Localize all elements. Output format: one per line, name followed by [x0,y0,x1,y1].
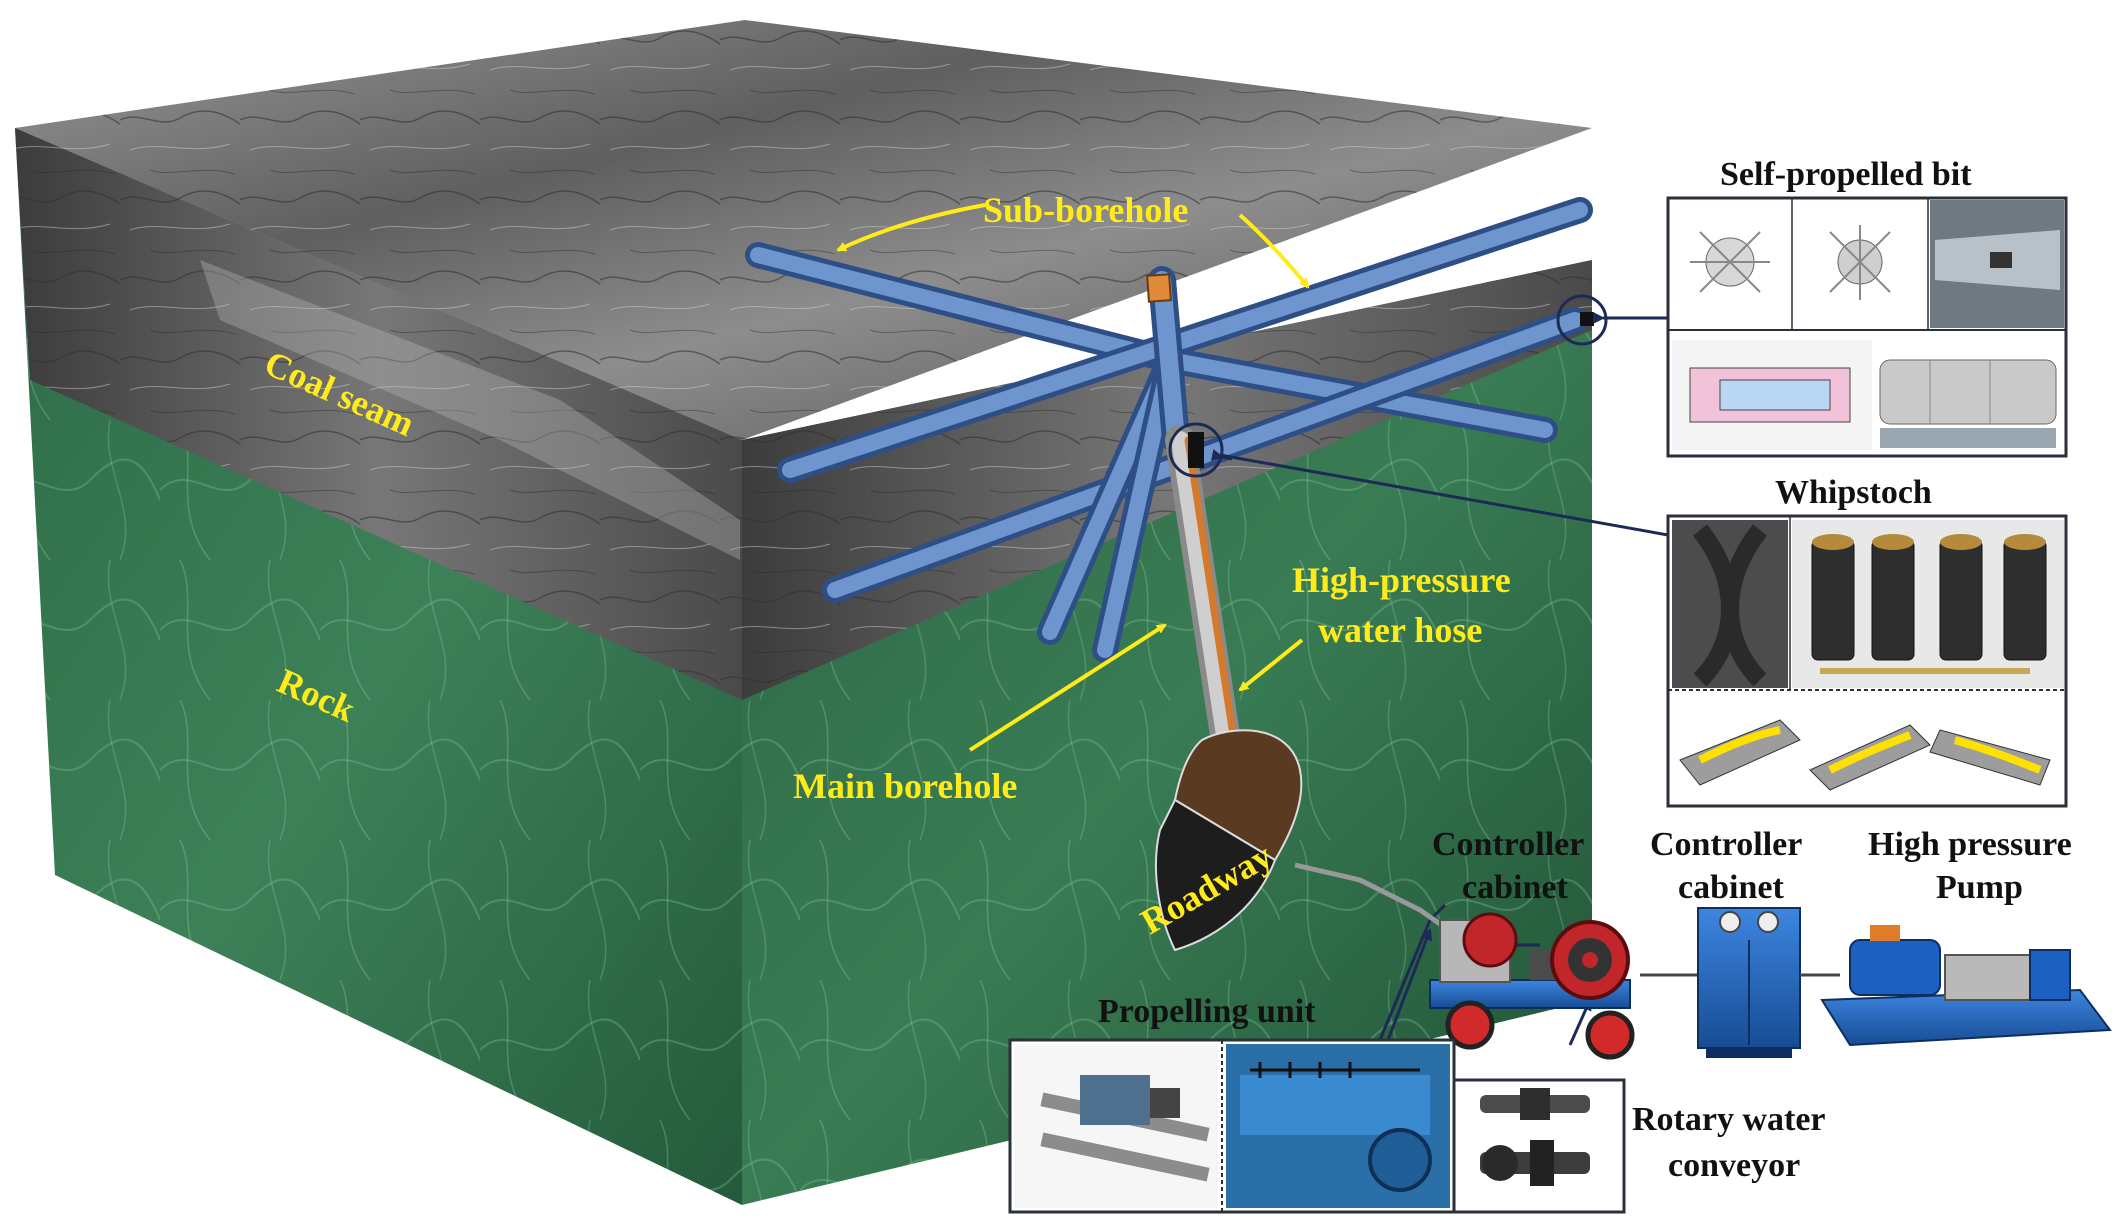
label-whipstoch: Whipstoch [1775,474,1932,511]
label-propelling-unit: Propelling unit [1098,993,1316,1030]
whipstock-panel [1668,516,2066,806]
propelling-unit-panel [1010,1040,1454,1212]
self-propelled-bit-panel [1668,198,2066,456]
rotary-reel [1552,922,1628,998]
whipstock-marker [1188,432,1204,468]
label-controller-cabinet-a-2: cabinet [1462,869,1568,906]
label-controller-cabinet-b-1: Controller [1650,826,1802,863]
label-self-propelled-bit: Self-propelled bit [1720,156,1972,193]
controller-cabinet [1698,908,1800,1058]
label-high-pressure-pump-1: High pressure [1868,826,2072,863]
label-high-pressure-pump-2: Pump [1936,869,2023,906]
label-controller-cabinet-a-1: Controller [1432,826,1584,863]
high-pressure-pump [1822,925,2110,1045]
label-sub-borehole: Sub-borehole [983,190,1188,230]
label-rotary-water-conveyor-2: conveyor [1668,1147,1800,1184]
rotary-water-conveyor-panel [1454,1080,1624,1212]
label-rotary-water-conveyor-1: Rotary water [1632,1101,1826,1138]
label-main-borehole: Main borehole [793,766,1017,806]
label-controller-cabinet-b-2: cabinet [1678,869,1784,906]
label-high-pressure-water-hose-2: water hose [1318,610,1482,650]
label-high-pressure-water-hose-1: High-pressure [1292,560,1511,600]
